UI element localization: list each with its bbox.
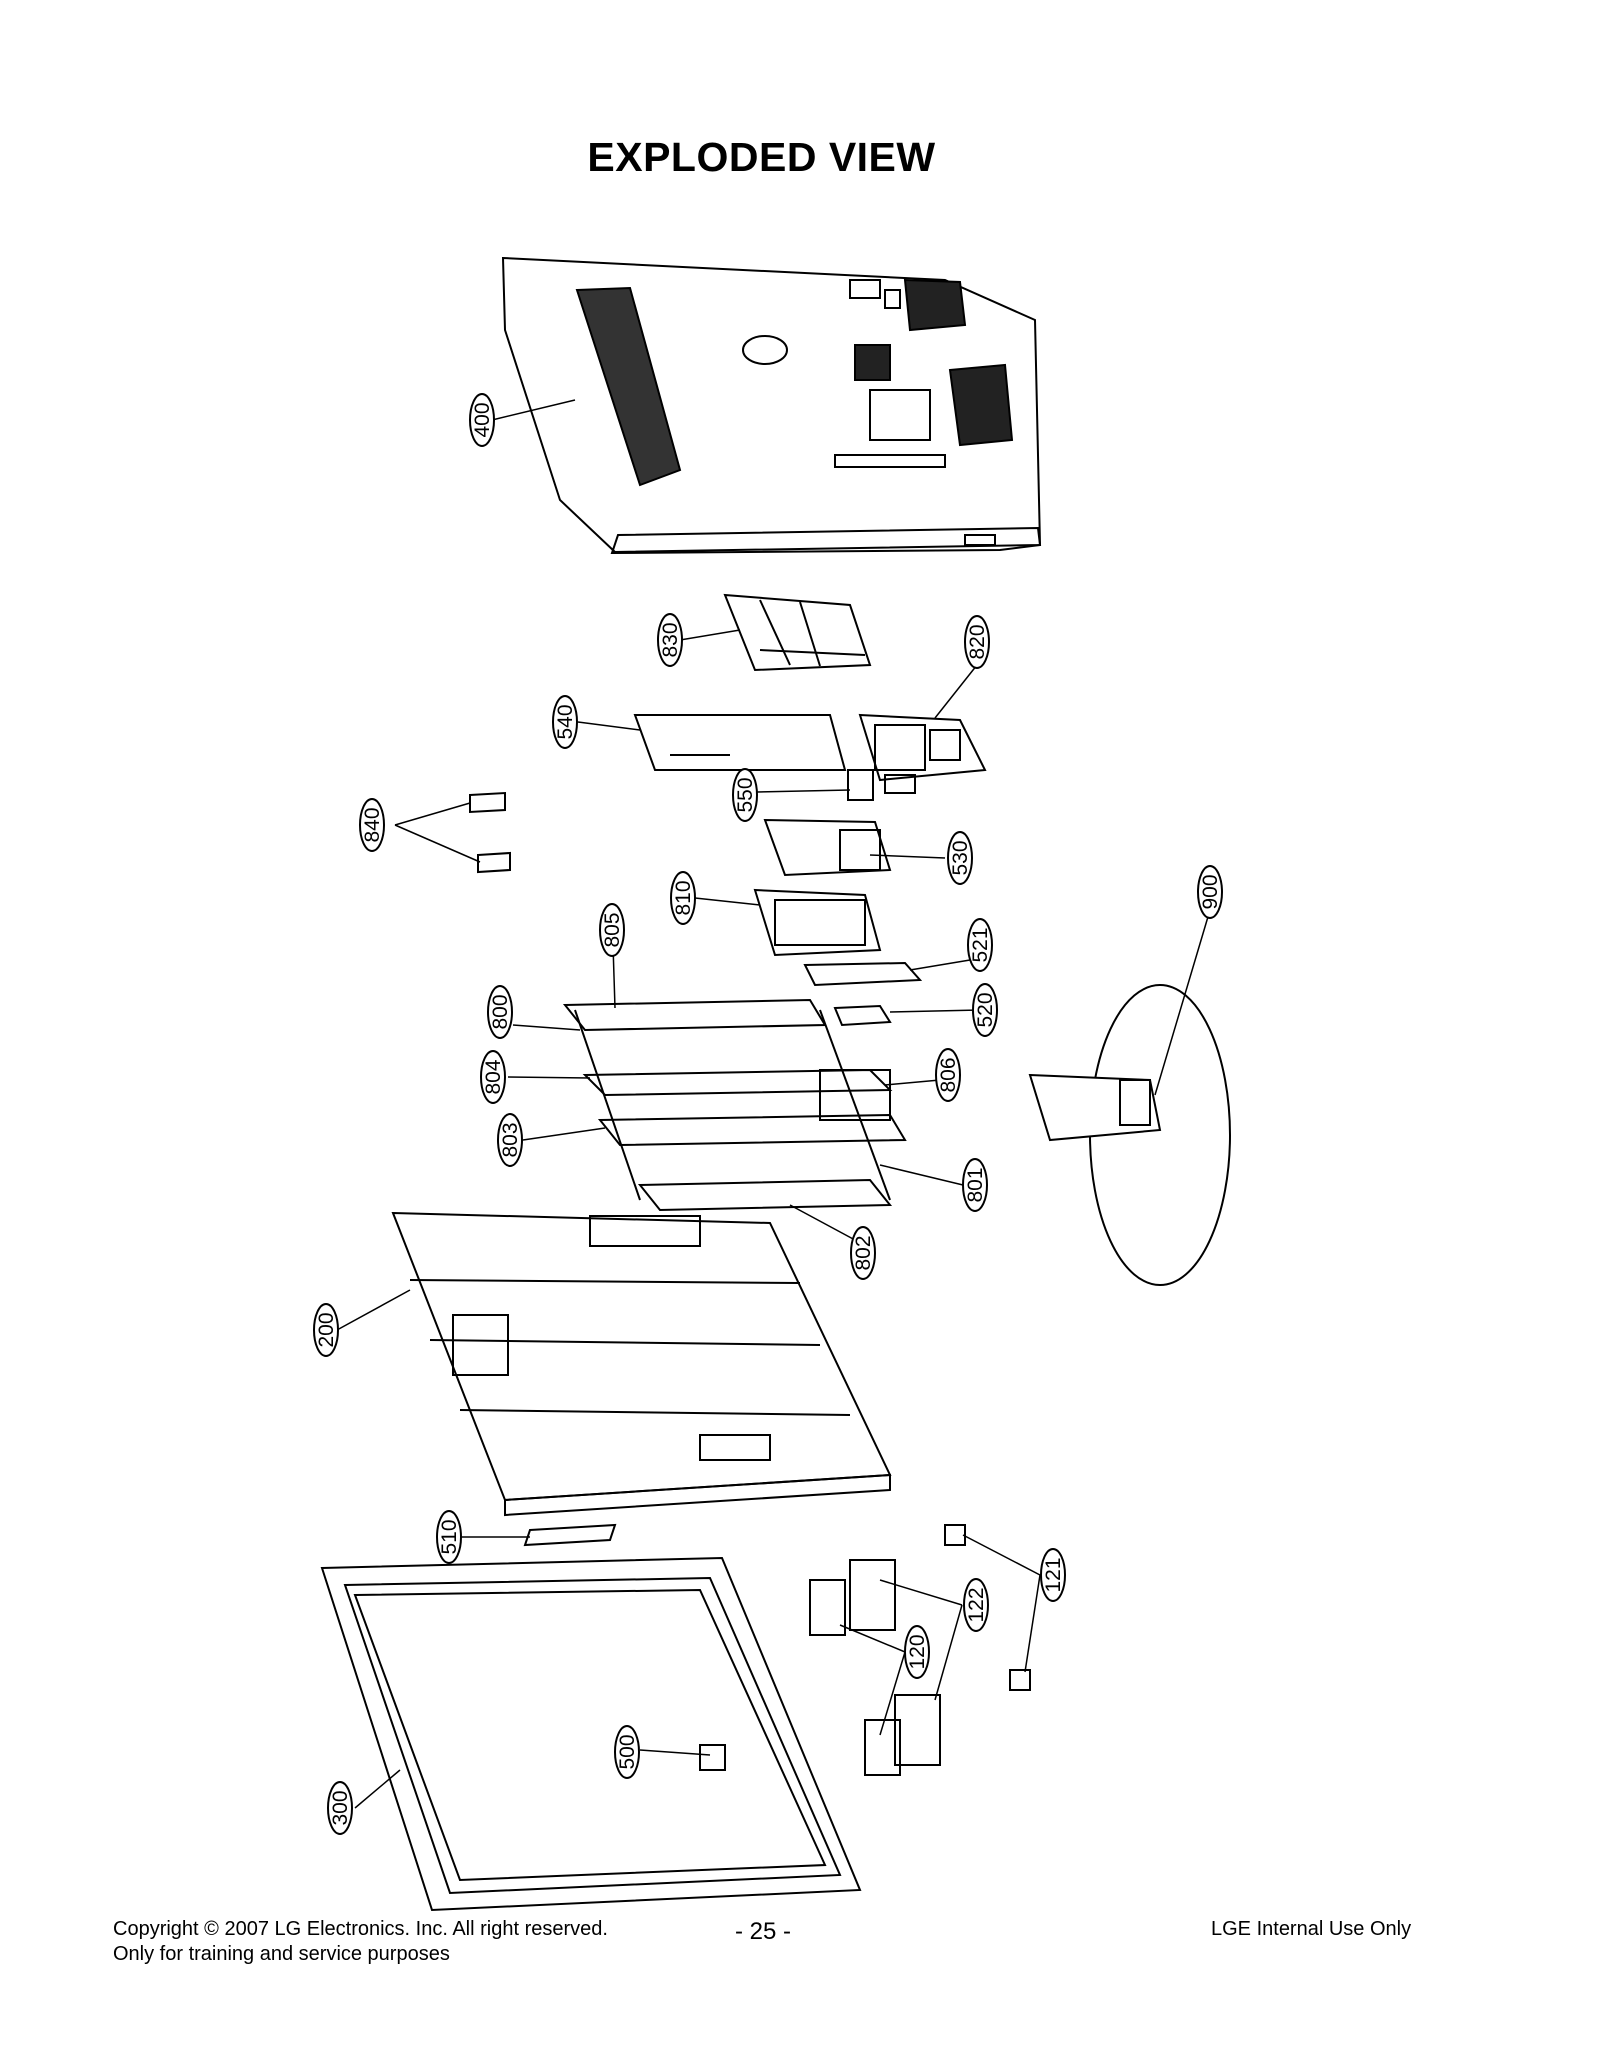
callout-801: 801 [962, 1158, 988, 1212]
page-number: - 25 - [735, 1918, 792, 1945]
svg-text:550: 550 [734, 777, 757, 812]
svg-text:510: 510 [438, 1519, 461, 1554]
callout-300: 300 [327, 1781, 353, 1835]
back-cover-part [501, 256, 1042, 555]
callout-806: 806 [935, 1048, 961, 1102]
svg-text:805: 805 [601, 912, 624, 947]
callout-804: 804 [480, 1050, 506, 1104]
svg-text:200: 200 [315, 1312, 338, 1347]
panel-520 [833, 1004, 892, 1027]
callout-400: 400 [469, 393, 495, 447]
shield-cover-part [723, 593, 872, 672]
part-510 [523, 1523, 617, 1547]
svg-text:840: 840 [361, 807, 384, 842]
svg-text:801: 801 [964, 1167, 987, 1202]
training-notice: Only for training and service purposes [113, 1943, 450, 1965]
part-121-bottom [1009, 1669, 1031, 1691]
callout-550: 550 [732, 768, 758, 822]
svg-text:122: 122 [965, 1587, 988, 1622]
callout-122: 122 [963, 1578, 989, 1632]
callout-820: 820 [964, 615, 990, 669]
callout-200: 200 [313, 1303, 339, 1357]
bracket-840 [469, 791, 511, 874]
callout-540: 540 [552, 695, 578, 749]
svg-text:810: 810 [672, 880, 695, 915]
callout-810: 810 [670, 871, 696, 925]
svg-text:800: 800 [489, 994, 512, 1029]
callout-900: 900 [1197, 865, 1223, 919]
svg-text:500: 500 [616, 1734, 639, 1769]
callout-120: 120 [904, 1625, 930, 1679]
board-530-part [763, 818, 892, 877]
svg-text:520: 520 [974, 992, 997, 1027]
svg-text:400: 400 [471, 402, 494, 437]
callout-802: 802 [850, 1226, 876, 1280]
part-121-top [944, 1524, 966, 1546]
frame-assembly [562, 998, 907, 1212]
callout-510: 510 [436, 1510, 462, 1564]
callout-121: 121 [1040, 1548, 1066, 1602]
svg-text:900: 900 [1199, 874, 1222, 909]
svg-text:804: 804 [482, 1059, 505, 1094]
callout-805: 805 [599, 903, 625, 957]
svg-text:803: 803 [499, 1122, 522, 1157]
page-title: EXPLODED VIEW [587, 134, 936, 180]
svg-text:830: 830 [659, 622, 682, 657]
main-board-part [633, 714, 847, 771]
svg-text:530: 530 [949, 840, 972, 875]
component-550 [847, 769, 874, 801]
stand-900 [1028, 984, 1231, 1286]
chassis-200 [391, 1211, 892, 1517]
callout-830: 830 [657, 613, 683, 667]
svg-text:120: 120 [906, 1634, 929, 1669]
leader-lines [336, 399, 1211, 1809]
svg-text:820: 820 [966, 624, 989, 659]
speakers-120-122 [809, 1559, 941, 1776]
callout-521: 521 [967, 918, 993, 972]
callout-520: 520 [972, 983, 998, 1037]
callout-803: 803 [497, 1113, 523, 1167]
svg-text:300: 300 [329, 1790, 352, 1825]
svg-text:540: 540 [554, 704, 577, 739]
copyright-notice: Copyright © 2007 LG Electronics. Inc. Al… [113, 1918, 608, 1940]
callout-800: 800 [487, 985, 513, 1039]
svg-text:802: 802 [852, 1235, 875, 1270]
internal-use-notice: LGE Internal Use Only [1211, 1918, 1412, 1940]
callout-840: 840 [359, 798, 385, 852]
front-bezel-300 [320, 1556, 862, 1912]
callout-500: 500 [614, 1725, 640, 1779]
svg-text:521: 521 [969, 927, 992, 962]
callout-530: 530 [947, 831, 973, 885]
control-panel-521 [803, 961, 923, 987]
callouts: 400 830 820 540 550 840 530 810 [313, 393, 1223, 1835]
svg-text:121: 121 [1042, 1557, 1065, 1592]
board-820-part [858, 713, 987, 782]
shield-810-part [753, 888, 882, 957]
svg-text:806: 806 [937, 1057, 960, 1092]
component-820-connector [884, 774, 916, 794]
